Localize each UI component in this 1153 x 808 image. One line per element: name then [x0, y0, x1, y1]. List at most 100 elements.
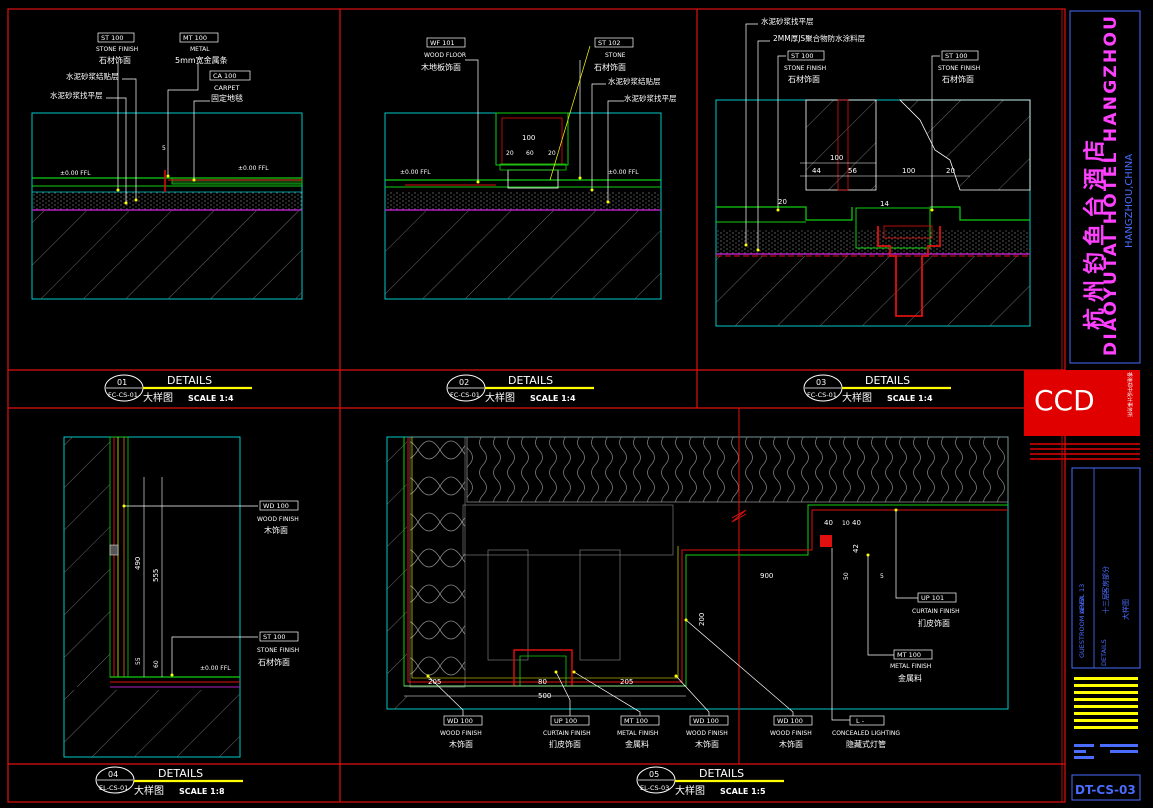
detail-01: ±0.00 FFL ±0.00 FFL 5 ST 100 STONE FINIS…	[31, 32, 303, 300]
svg-text:FC-CS-01: FC-CS-01	[807, 391, 837, 399]
svg-text:01: 01	[117, 378, 127, 387]
tag-b1-en: WOOD FINISH	[440, 730, 482, 737]
tag-st-left: ST 100	[791, 52, 814, 60]
dim-10: 10	[842, 520, 850, 527]
dim-50: 50	[843, 572, 850, 580]
dim-14: 14	[880, 200, 889, 208]
tag-st-cn: 石材饰面	[594, 62, 626, 72]
dim-55: 55	[135, 657, 142, 665]
tag-up-right: UP 101	[921, 594, 944, 602]
tag-st-right-en: STONE FINISH	[938, 65, 980, 72]
svg-text:DETAILS: DETAILS	[699, 767, 744, 780]
note-mortar-level: 水泥砂浆找平层	[624, 93, 677, 103]
svg-text:大样图: 大样图	[675, 784, 705, 797]
dim-56: 56	[848, 167, 857, 175]
svg-text:04: 04	[108, 770, 118, 779]
tag-st-en: STONE FINISH	[257, 647, 299, 654]
tag-ca: CA 100	[213, 72, 236, 80]
note-mortar-level: 水泥砂浆找平层	[761, 16, 814, 26]
tag-b5-cn: 木饰面	[779, 739, 803, 749]
tag-wd-cn: 木饰面	[264, 525, 288, 535]
tag-mt-en: METAL	[190, 46, 210, 53]
tag-mt-right-cn: 金属料	[898, 673, 922, 683]
tag-b6-cn: 隐藏式灯管	[846, 739, 886, 749]
svg-text:DETAILS: DETAILS	[158, 767, 203, 780]
tag-st-en: STONE FINISH	[96, 46, 138, 53]
dim-200: 200	[698, 613, 706, 626]
detail-03: 100 44 56 100 20 20 14 水泥砂浆找平层 2MM厚JS聚合物…	[715, 16, 1031, 327]
svg-text:03: 03	[816, 378, 826, 387]
dim-205a: 205	[428, 678, 441, 686]
dim-555: 555	[152, 569, 160, 582]
tag-b5: WD 100	[777, 717, 803, 725]
tag-b3-cn: 金属料	[625, 739, 649, 749]
dim-60: 60	[153, 660, 160, 668]
svg-text:DETAILS: DETAILS	[865, 374, 910, 387]
tag-b4-en: WOOD FINISH	[686, 730, 728, 737]
svg-text:SCALE 1:4: SCALE 1:4	[188, 394, 234, 403]
tag-up-right-en: CURTAIN FINISH	[912, 608, 960, 615]
tag-up-right-cn: 扪皮饰面	[918, 618, 950, 628]
detail-05: 205 80 205 500 200 900 40 10 40 42 50 5 …	[386, 408, 1009, 764]
tag-mt: MT 100	[183, 34, 207, 42]
tag-b3-en: METAL FINISH	[617, 730, 658, 737]
level-label: LEVEL 13	[1078, 584, 1086, 614]
dim-100b: 100	[902, 167, 915, 175]
detail-title-01: 01 FC-CS-01 DETAILS 大样图 SCALE 1:4	[104, 374, 252, 404]
svg-text:FC-CS-01: FC-CS-01	[450, 391, 480, 399]
dim-205b: 205	[620, 678, 633, 686]
hotel-name-en: DIAOYUTAI HOTEL HANGZHOU	[1101, 16, 1121, 356]
tag-ca-cn: 固定地毯	[211, 93, 243, 103]
tag-st-cn: 石材饰面	[99, 55, 131, 65]
svg-text:FC-CS-01: FC-CS-01	[108, 391, 138, 399]
sheet-number: DT-CS-03	[1075, 783, 1136, 797]
note-mortar-level: 水泥砂浆找平层	[50, 90, 103, 100]
tag-b2-cn: 扪皮饰面	[549, 739, 581, 749]
tag-st: ST 102	[598, 39, 621, 47]
dim-490: 490	[134, 557, 142, 570]
tag-mt-right: MT 100	[897, 651, 921, 659]
dim-20a: 20	[506, 150, 514, 157]
tag-wf-cn: 木地板饰面	[421, 62, 461, 72]
detail-title-03: 03 FC-CS-01 DETAILS 大样图 SCALE 1:4	[803, 374, 951, 404]
firm-logo: CCD	[1034, 384, 1095, 417]
dim-80: 80	[538, 678, 547, 686]
tag-b6-en: CONCEALED LIGHTING	[832, 730, 900, 737]
dim-5: 5	[162, 145, 166, 152]
dim-100a: 100	[830, 154, 843, 162]
svg-text:SCALE 1:5: SCALE 1:5	[720, 787, 766, 796]
tag-st: ST 100	[263, 633, 286, 641]
svg-text:DETAILS: DETAILS	[508, 374, 553, 387]
level-cn: 十三层	[1101, 593, 1110, 614]
hotel-location: HANGZHOU,CHINA	[1124, 154, 1135, 248]
tag-ca-en: CARPET	[214, 84, 240, 92]
tag-b5-en: WOOD FINISH	[770, 730, 812, 737]
detail-title-04: 04 EL-CS-01 DETAILS 大样图 SCALE 1:8	[95, 766, 243, 797]
detail-title-05: 05 EL-CS-03 DETAILS 大样图 SCALE 1:5	[636, 766, 784, 797]
dim-900: 900	[760, 572, 773, 580]
dim-20a: 20	[946, 167, 955, 175]
firm-small-text: 香港郑中设计事务所	[1126, 372, 1133, 417]
svg-text:大样图: 大样图	[842, 391, 872, 404]
tag-mt-cn: 5mm宽金属条	[175, 55, 228, 65]
svg-text:SCALE 1:4: SCALE 1:4	[887, 394, 933, 403]
dim-40b: 40	[852, 519, 861, 527]
tag-st-right-cn: 石材饰面	[942, 74, 974, 84]
tag-b1: WD 100	[447, 717, 473, 725]
tag-b4: WD 100	[693, 717, 719, 725]
tag-wf-en: WOOD FLOOR	[424, 52, 466, 59]
detail-title-02: 02 FC-CS-01 DETAILS 大样图 SCALE 1:4	[446, 374, 594, 404]
area-cn: 客房部分	[1101, 566, 1110, 594]
svg-text:大样图: 大样图	[134, 784, 164, 797]
hotel-name-cn: 杭州钓鱼台酒店	[1082, 134, 1108, 330]
tag-st-en: STONE	[605, 52, 626, 59]
tag-wf: WF 101	[430, 39, 455, 47]
area-label: GUESTROOM AREA	[1078, 596, 1086, 658]
drawing-label: DETAILS	[1100, 639, 1108, 666]
tag-st: ST 100	[101, 34, 124, 42]
dim-42: 42	[852, 544, 860, 553]
note-mortar-bond: 水泥砂浆结贴层	[66, 71, 119, 81]
tag-b2: UP 100	[554, 717, 577, 725]
dim-500: 500	[538, 692, 551, 700]
